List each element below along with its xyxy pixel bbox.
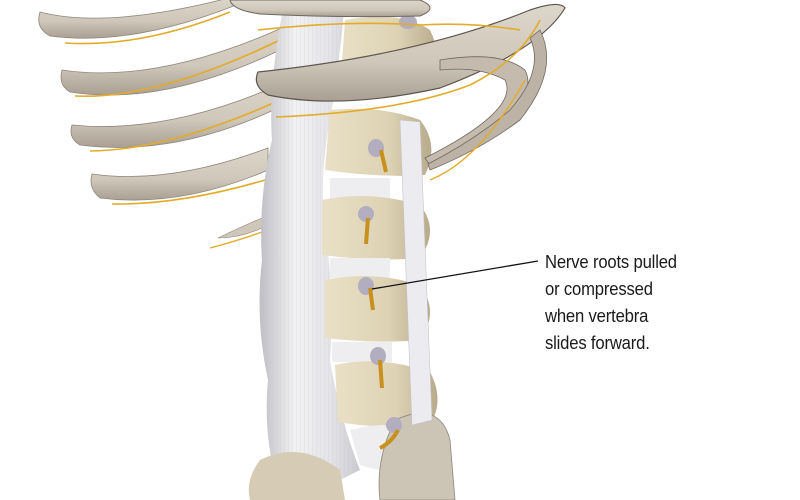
callout-line-2: or compressed bbox=[545, 278, 653, 299]
posterior-ligament bbox=[399, 119, 433, 426]
anterior-ligament bbox=[259, 0, 360, 500]
left-ribs bbox=[38, 0, 301, 249]
callout-label: Nerve roots pulled or compressed when ve… bbox=[545, 248, 743, 356]
callout-line-3: when vertebra bbox=[545, 305, 649, 326]
callout-line-4: slides forward. bbox=[545, 332, 650, 353]
callout-leader-line bbox=[371, 260, 539, 290]
nerve-roots bbox=[358, 15, 417, 450]
callout-line-1: Nerve roots pulled bbox=[545, 251, 677, 272]
right-ribs bbox=[229, 0, 566, 181]
